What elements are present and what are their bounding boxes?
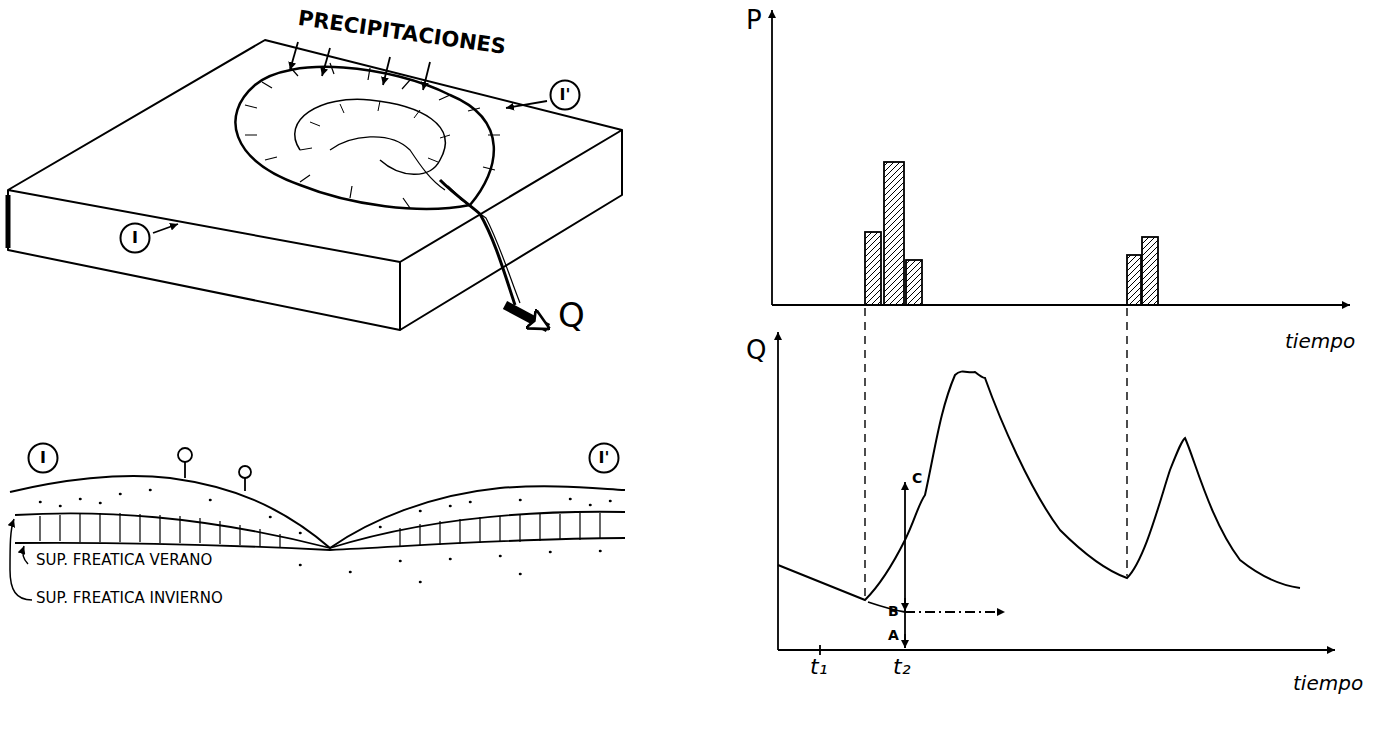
leader-arrow <box>153 224 178 233</box>
rain-bar <box>865 232 881 305</box>
cross-section <box>10 448 625 600</box>
text-label: Q <box>746 336 766 366</box>
circle-outline <box>29 444 58 473</box>
measure-arrow <box>904 634 906 648</box>
circled-label: I' <box>588 442 620 474</box>
block-top-face <box>8 40 622 262</box>
baseflow-extension <box>868 602 905 612</box>
text-label: SUP. FREATICA INVIERNO <box>36 590 223 607</box>
measure-arrow <box>904 482 906 648</box>
axis-line <box>777 332 779 650</box>
section-label: I' <box>560 86 571 104</box>
circle-outline <box>121 224 150 253</box>
text-label: C <box>912 470 922 486</box>
rain-arrows <box>290 42 430 90</box>
section-label: I <box>40 449 46 467</box>
discharge-curve <box>778 371 1300 600</box>
section-label: I <box>132 229 138 247</box>
rain-bar <box>1127 255 1141 305</box>
channel-bank <box>448 186 520 303</box>
rain-bar <box>1142 237 1158 305</box>
leader-arrow <box>23 546 28 564</box>
rain-bar <box>906 260 922 305</box>
block-edge <box>6 195 11 248</box>
slope-hachures <box>300 101 450 162</box>
tree-crown <box>239 466 251 478</box>
circled-label: I' <box>549 79 581 111</box>
stream-line <box>330 137 445 190</box>
leader-arrow <box>506 101 547 108</box>
dashed-guide <box>1126 308 1127 576</box>
text-label: P <box>746 6 762 36</box>
text-label: SUP. FREATICA VERANO <box>36 552 212 569</box>
section-label: I' <box>599 449 610 467</box>
circled-label: I <box>119 222 151 254</box>
baseflow-extension <box>905 611 1005 613</box>
axis-line <box>771 10 773 305</box>
circle-outline <box>590 444 619 473</box>
rain-arrow <box>423 62 430 90</box>
watershed-divide <box>235 67 493 209</box>
main-channel <box>440 180 515 305</box>
axis-tick <box>819 645 821 655</box>
catchment-block <box>8 40 622 330</box>
axis-line <box>772 304 1350 306</box>
hyetograph <box>772 10 1350 305</box>
water-table-line <box>15 538 625 550</box>
block-front-face <box>8 190 400 330</box>
text-label: tiempo <box>1285 330 1355 353</box>
tree-trunk <box>185 462 245 491</box>
measure-arrow <box>904 598 906 611</box>
text-label: A <box>888 627 899 643</box>
rain-bar <box>884 162 904 305</box>
tree-crown <box>178 448 192 462</box>
hydrograph <box>778 308 1335 655</box>
circled-label: I <box>27 442 59 474</box>
axis-line <box>778 649 1335 651</box>
leader-arrow <box>10 519 32 600</box>
rain-arrow <box>290 42 298 70</box>
rain-arrow <box>322 48 330 76</box>
dashed-guide <box>864 308 865 598</box>
text-label: Q <box>558 296 585 335</box>
saturated-band-hatching <box>40 513 600 547</box>
outflow-arrow <box>505 305 548 328</box>
slope-hachures <box>245 63 500 208</box>
text-label: tiempo <box>1293 672 1363 695</box>
text-label: t₂ <box>893 654 910 679</box>
ground-surface <box>10 476 625 548</box>
rain-arrow <box>383 57 390 85</box>
circle-outline <box>551 81 580 110</box>
text-label: B <box>888 603 899 619</box>
text-label: t₁ <box>810 654 827 679</box>
